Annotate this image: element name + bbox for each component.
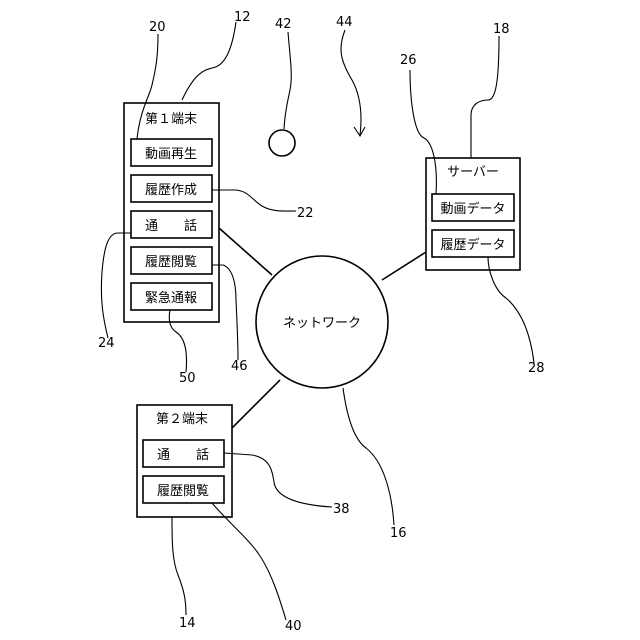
terminal2-title: 第２端末 — [156, 412, 208, 427]
ref-46: 46 — [231, 359, 248, 374]
leader-16 — [343, 388, 394, 525]
ref-24: 24 — [98, 336, 115, 351]
link-terminal1-network — [219, 228, 272, 275]
link-server-network — [382, 252, 426, 280]
ref-38: 38 — [333, 502, 350, 517]
terminal2: 第２端末 通 話 履歴閲覧 — [137, 405, 232, 517]
leader-12 — [182, 22, 236, 100]
leader-44-arrowhead — [354, 127, 365, 136]
network-node: ネットワーク — [256, 256, 388, 388]
ref-14: 14 — [179, 616, 196, 631]
leader-14 — [172, 517, 186, 615]
terminal1-title: 第１端末 — [145, 112, 197, 127]
leader-22 — [212, 190, 296, 211]
ref-50: 50 — [179, 371, 196, 386]
ref-18: 18 — [493, 22, 510, 37]
leader-28 — [488, 257, 534, 363]
leader-18 — [471, 36, 499, 158]
leader-40 — [212, 503, 286, 620]
leader-44 — [341, 30, 361, 135]
server-title: サーバー — [447, 165, 499, 180]
terminal2-item-label: 履歴閲覧 — [157, 483, 209, 499]
terminal1-item-label: 履歴閲覧 — [145, 254, 197, 270]
terminal1-item-label: 動画再生 — [145, 147, 197, 162]
leader-42 — [284, 32, 291, 129]
ref-26: 26 — [400, 53, 417, 68]
device-circle — [269, 130, 295, 156]
terminal2-item-label: 通 話 — [157, 447, 209, 463]
server: サーバー 動画データ 履歴データ — [426, 158, 520, 270]
ref-44: 44 — [336, 15, 353, 30]
ref-40: 40 — [285, 619, 302, 634]
ref-42: 42 — [275, 17, 292, 32]
ref-12: 12 — [234, 10, 251, 25]
terminal1: 第１端末 動画再生 履歴作成 通 話 履歴閲覧 緊急通報 — [124, 103, 219, 322]
terminal1-item-label: 履歴作成 — [145, 183, 197, 198]
terminal1-item-label: 緊急通報 — [145, 291, 197, 306]
server-item-label: 動画データ — [440, 201, 505, 217]
ref-22: 22 — [297, 206, 314, 221]
ref-28: 28 — [528, 361, 545, 376]
terminal1-item-label: 通 話 — [145, 218, 197, 234]
leader-38 — [224, 453, 332, 507]
server-item-label: 履歴データ — [440, 237, 505, 253]
network-label: ネットワーク — [283, 316, 361, 331]
ref-16: 16 — [390, 526, 407, 541]
ref-20: 20 — [149, 20, 166, 35]
